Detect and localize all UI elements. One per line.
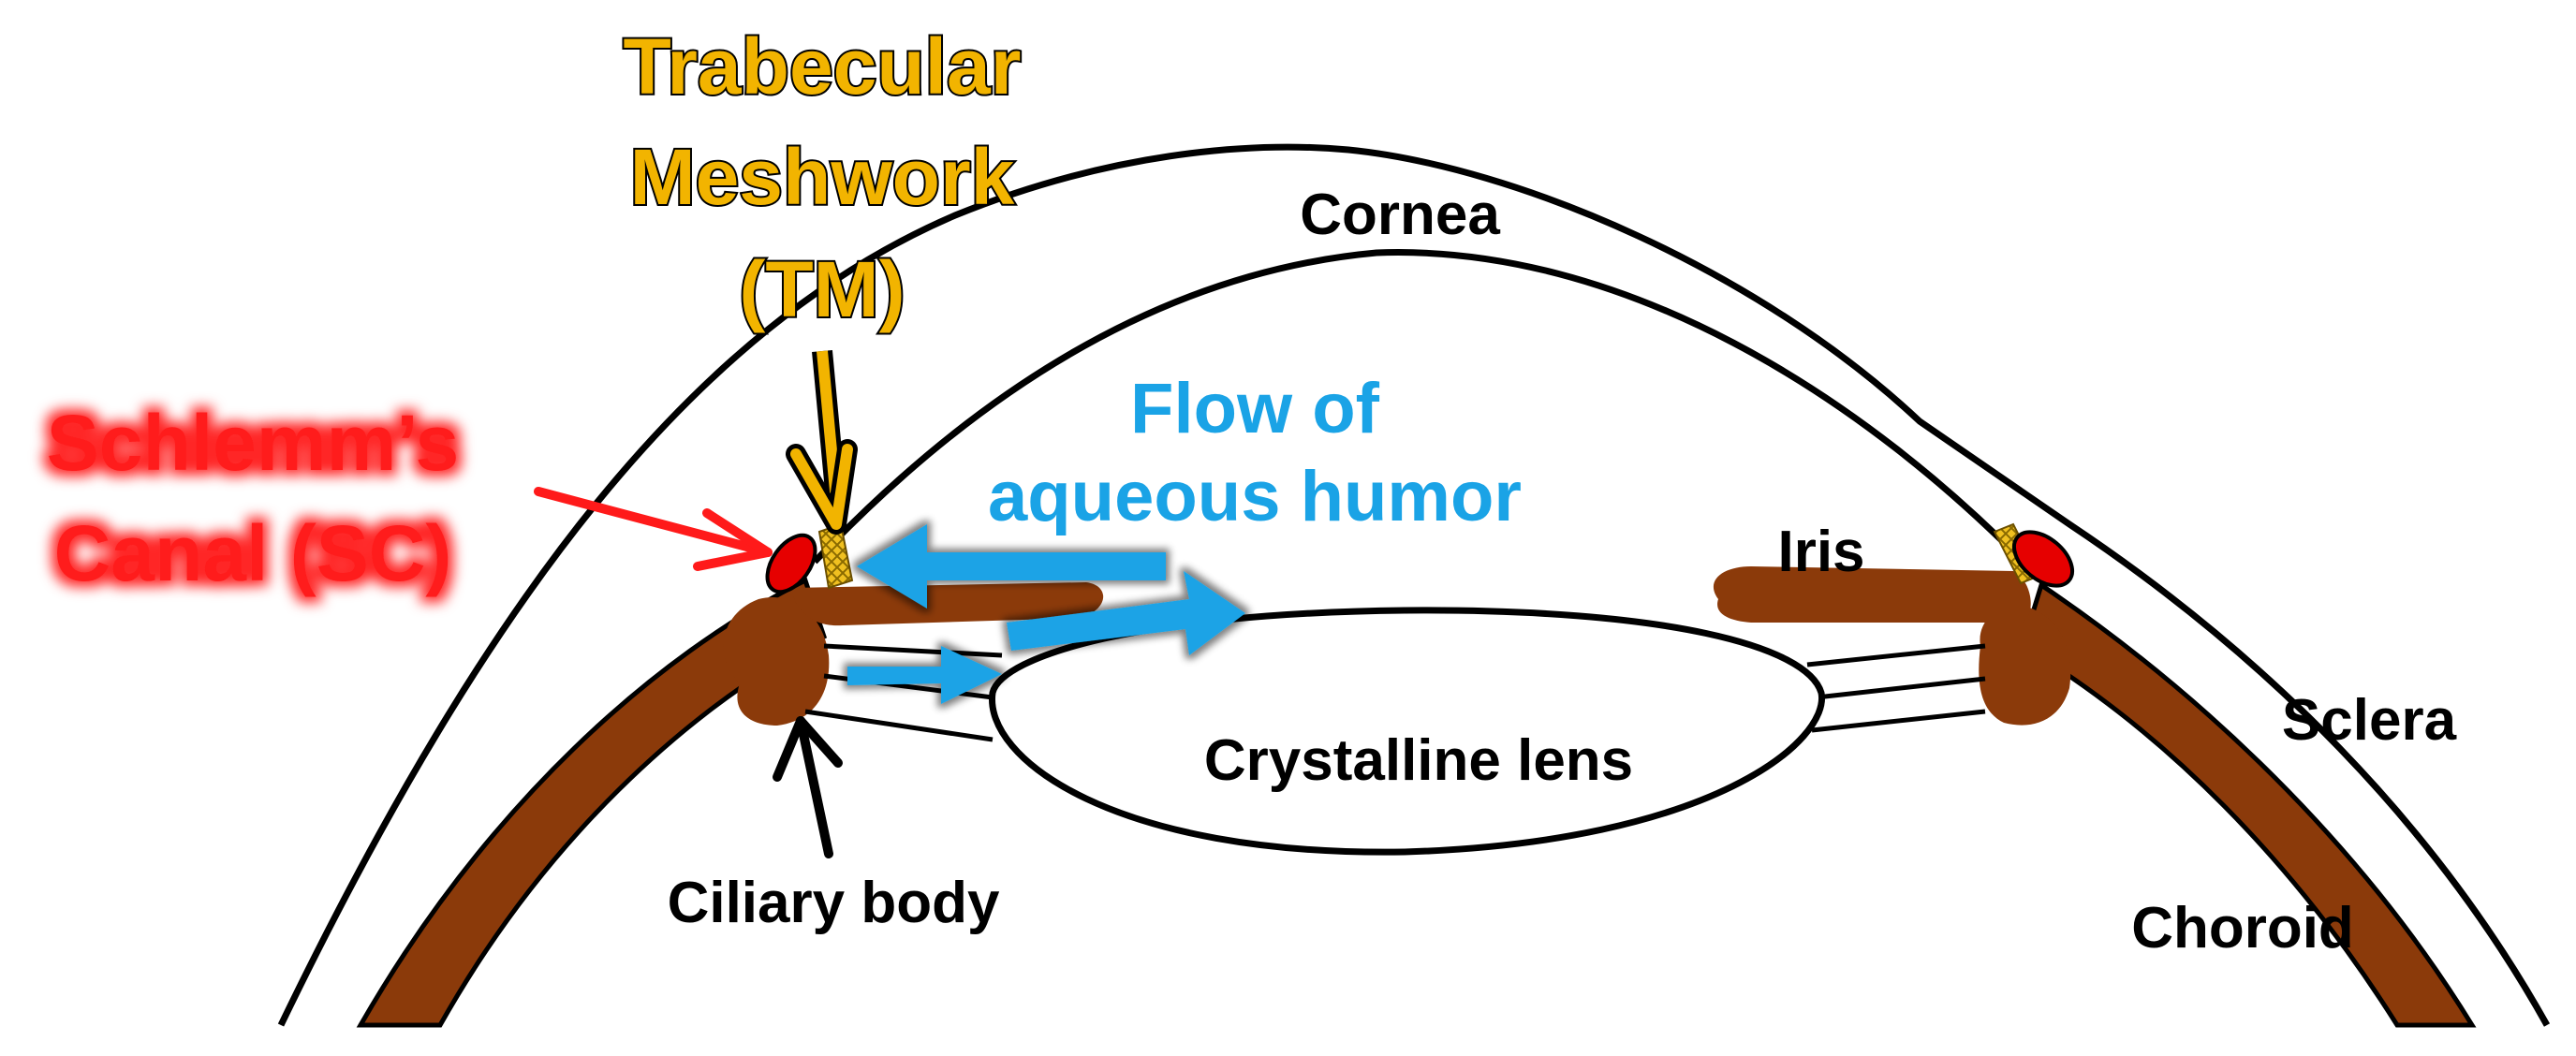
ciliary-body-left — [723, 597, 830, 726]
flow-arrow-middle — [1007, 571, 1245, 655]
iris-right — [1713, 566, 2031, 623]
flow-arrow-top — [857, 524, 1166, 609]
label-schlemm-line2: Canal (SC) — [54, 509, 452, 597]
label-ciliary-body: Ciliary body — [668, 871, 1000, 935]
zonule-fibers-left — [804, 643, 1003, 742]
label-choroid: Choroid — [2131, 896, 2354, 961]
zonule-fibers-right — [1806, 643, 1986, 733]
iris-left — [791, 582, 1104, 626]
sclera-outer-outline — [277, 143, 2551, 1027]
label-trabecular-line1: Trabecular — [624, 22, 1022, 110]
trabecular-meshwork-arrow — [786, 349, 858, 535]
label-crystalline-lens: Crystalline lens — [1204, 728, 1633, 793]
schlemms-canal-right — [2012, 530, 2074, 588]
flow-arrow-lower — [847, 646, 1002, 704]
label-cornea: Cornea — [1300, 183, 1500, 247]
label-iris: Iris — [1777, 520, 1864, 584]
choroid-left — [356, 577, 828, 1028]
label-flow-line1: Flow of — [1130, 369, 1380, 448]
aqueous-flow-arrows — [847, 524, 1245, 704]
label-trabecular-line3: (TM) — [739, 245, 905, 333]
label-schlemm-line1: Schlemm’s — [47, 399, 459, 487]
label-sclera: Sclera — [2282, 688, 2457, 753]
ciliary-body-right — [1979, 606, 2071, 726]
ciliary-body-arrow — [773, 716, 843, 858]
label-trabecular-line2: Meshwork — [630, 133, 1015, 221]
schlemms-canal-arrow — [534, 487, 773, 571]
cornea-inner-outline — [812, 249, 2044, 583]
schlemms-canal-left — [765, 533, 817, 594]
label-flow-line2: aqueous humor — [988, 457, 1522, 536]
choroid-right — [2020, 581, 2477, 1028]
